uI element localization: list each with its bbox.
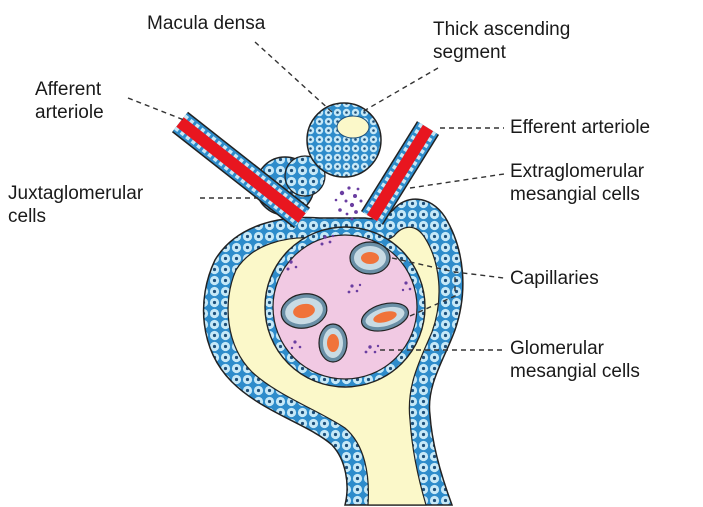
label-juxtaglomerular-line2: cells [8, 205, 143, 228]
label-thick-ascending-line1: Thick ascending [433, 18, 570, 41]
label-thick-ascending-segment: Thick ascending segment [433, 18, 570, 64]
label-extraglomerular-mesangial-cells: Extraglomerular mesangial cells [510, 160, 644, 206]
label-efferent-arteriole: Efferent arteriole [510, 116, 650, 139]
label-glomerular-line2: mesangial cells [510, 360, 640, 383]
capillary [350, 242, 390, 274]
capillary [319, 324, 347, 362]
thick-ascending-lumen [337, 116, 369, 138]
label-juxtaglomerular-line1: Juxtaglomerular [8, 182, 143, 205]
label-afferent-arteriole: Afferent arteriole [35, 78, 104, 124]
label-capillaries: Capillaries [510, 267, 599, 290]
label-afferent-line2: arteriole [35, 101, 104, 124]
leader-extraglomerular [410, 174, 504, 188]
label-glomerular-line1: Glomerular [510, 337, 640, 360]
leader-macula-densa [255, 42, 332, 112]
leader-thick-ascending [362, 68, 438, 112]
label-extraglomerular-line2: mesangial cells [510, 183, 644, 206]
label-macula-densa: Macula densa [147, 12, 265, 35]
label-glomerular-mesangial-cells: Glomerular mesangial cells [510, 337, 640, 383]
extraglomerular-mesangial-cluster [335, 186, 363, 220]
label-capillaries-text: Capillaries [510, 267, 599, 290]
thick-ascending-segment [307, 103, 381, 177]
label-juxtaglomerular-cells: Juxtaglomerular cells [8, 182, 143, 228]
leader-afferent [128, 98, 184, 120]
label-extraglomerular-line1: Extraglomerular [510, 160, 644, 183]
label-afferent-line1: Afferent [35, 78, 104, 101]
label-macula-densa-text: Macula densa [147, 12, 265, 35]
label-efferent-text: Efferent arteriole [510, 116, 650, 139]
label-thick-ascending-line2: segment [433, 41, 570, 64]
